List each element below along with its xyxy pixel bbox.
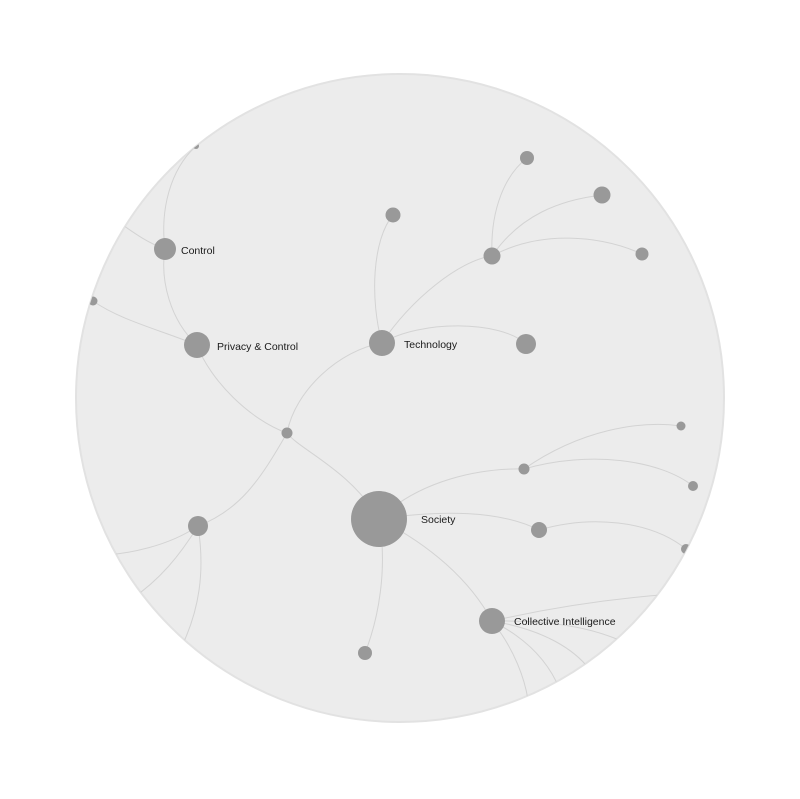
node[interactable] <box>635 247 649 261</box>
privacy-control-label: Privacy & Control <box>217 341 298 353</box>
collective-intelligence-node[interactable] <box>479 608 505 634</box>
node[interactable] <box>688 481 698 491</box>
technology-label: Technology <box>404 339 458 351</box>
node[interactable] <box>676 421 686 431</box>
edge <box>523 423 682 470</box>
edge <box>538 521 687 550</box>
edge <box>491 194 603 257</box>
edge <box>374 214 394 344</box>
edge <box>197 432 288 527</box>
edge <box>491 237 643 257</box>
edge <box>179 525 202 651</box>
control-node[interactable] <box>154 238 176 260</box>
hub-node[interactable] <box>281 427 293 439</box>
nodes <box>88 143 698 660</box>
graph-content: Society Technology Privacy & Control Con… <box>88 143 698 701</box>
node[interactable] <box>483 247 501 265</box>
node[interactable] <box>520 151 534 165</box>
edge <box>163 145 197 250</box>
node[interactable] <box>531 522 547 538</box>
viewport-circle <box>75 73 725 723</box>
edge <box>523 458 694 487</box>
edge <box>491 620 591 671</box>
node[interactable] <box>518 463 530 475</box>
edge <box>491 594 661 622</box>
node[interactable] <box>358 646 372 660</box>
edge <box>286 342 383 434</box>
node[interactable] <box>385 207 401 223</box>
collective-intelligence-label: Collective Intelligence <box>514 616 616 628</box>
control-label: Control <box>181 245 215 257</box>
privacy-control-node[interactable] <box>184 332 210 358</box>
society-node[interactable] <box>351 491 407 547</box>
society-label: Society <box>421 514 456 526</box>
technology-node[interactable] <box>369 330 395 356</box>
labels: Society Technology Privacy & Control Con… <box>181 245 616 628</box>
node[interactable] <box>516 334 536 354</box>
edge <box>381 255 493 344</box>
node[interactable] <box>593 186 611 204</box>
edge <box>491 157 528 257</box>
node[interactable] <box>188 516 208 536</box>
edge <box>381 325 527 345</box>
